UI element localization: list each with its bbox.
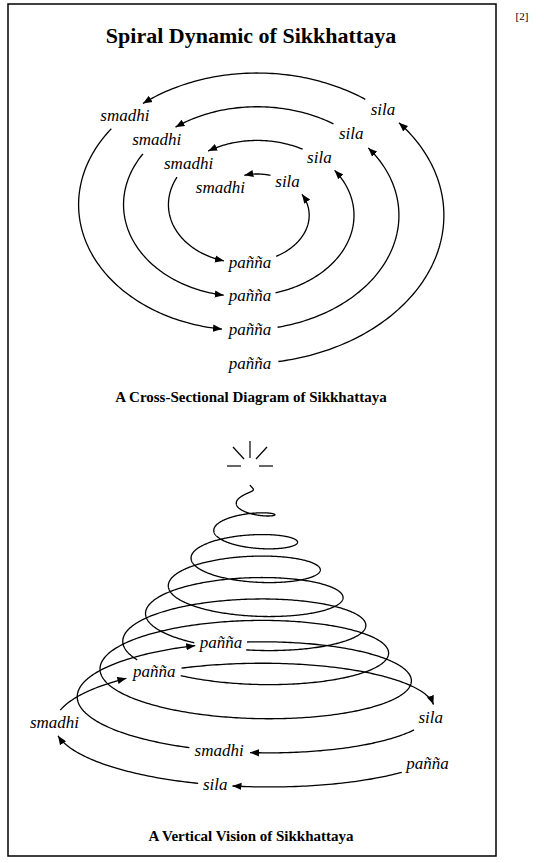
diagram-caption: A Cross-Sectional Diagram of Sikkhattaya xyxy=(113,389,388,406)
spiral-line xyxy=(143,73,365,103)
stage-label: pañña xyxy=(228,253,273,272)
vertical-spiral xyxy=(58,485,433,787)
cross-section-spiral xyxy=(79,73,444,361)
stage-label: smadhi xyxy=(163,155,214,174)
spiral-line xyxy=(58,736,198,784)
stage-label: smadhi xyxy=(29,714,80,733)
spiral-line xyxy=(77,646,195,748)
spiral-line xyxy=(250,730,414,753)
spiral-line xyxy=(175,107,333,127)
stage-label: sila xyxy=(338,125,365,144)
apex-star xyxy=(227,441,273,466)
stage-label: pañña xyxy=(228,321,273,340)
stage-label: smadhi xyxy=(131,131,182,150)
stage-label: pañña xyxy=(405,754,450,773)
stage-label: sila xyxy=(202,776,229,795)
diagram-caption: A Vertical Vision of Sikkhattaya xyxy=(146,828,355,845)
stage-label: smadhi xyxy=(99,107,150,126)
spiral-line xyxy=(232,772,401,787)
reference-number: [2] xyxy=(516,10,529,22)
frame-border xyxy=(8,4,496,856)
spiral-line xyxy=(146,485,344,643)
spiral-line xyxy=(208,140,302,151)
stage-label: sila xyxy=(370,101,397,120)
spiral-line xyxy=(100,620,411,718)
stage-label: pañña xyxy=(228,287,273,306)
spiral-line xyxy=(244,174,270,175)
spiral-line xyxy=(276,194,309,256)
stage-label: sila xyxy=(417,708,444,727)
stage-label: sila xyxy=(274,172,301,191)
stage-label: pañña xyxy=(199,634,244,653)
stage-label: smadhi xyxy=(195,178,246,197)
spiral-line xyxy=(124,154,224,295)
stage-label: pañña xyxy=(228,354,273,373)
spiral-line xyxy=(60,678,126,710)
stage-label: sila xyxy=(306,149,333,168)
stage-label: pañña xyxy=(132,663,177,682)
spiral-line xyxy=(278,123,443,362)
stage-label: smadhi xyxy=(194,742,245,761)
spiral-line xyxy=(79,129,222,329)
diagram-title: Spiral Dynamic of Sikkhattaya xyxy=(106,24,396,48)
